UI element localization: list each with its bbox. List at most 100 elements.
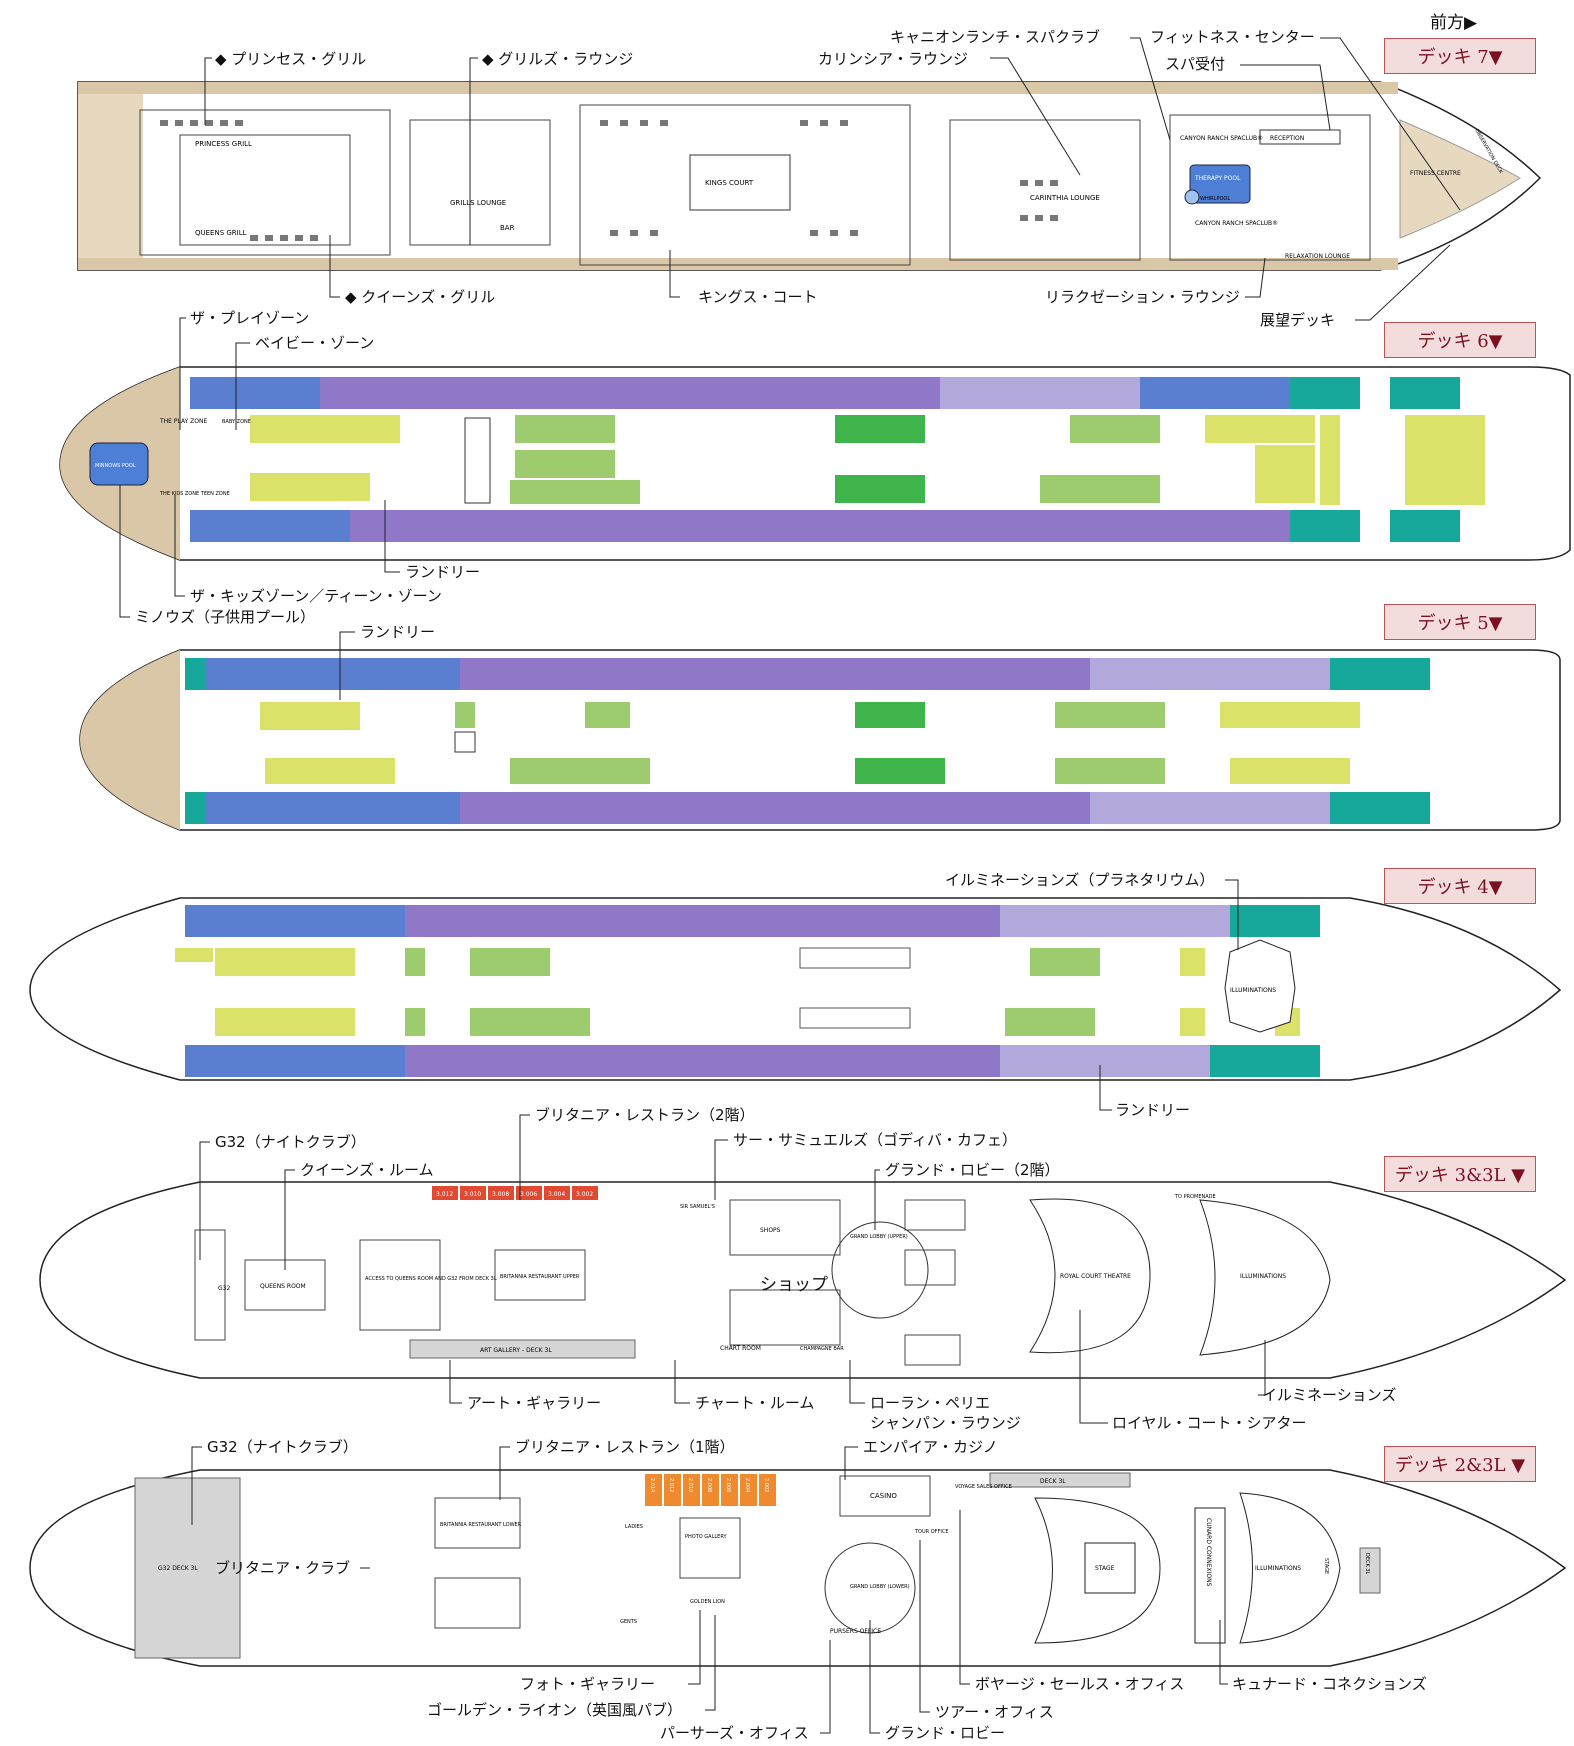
callout-royal-court[interactable]: ロイヤル・コート・シアター	[1112, 1414, 1307, 1432]
deck-3-cabin-3010	[460, 1186, 486, 1200]
deck-5-badge[interactable]: デッキ 5▼	[1384, 604, 1536, 640]
deck-2-badge[interactable]: デッキ 2&3L ▼	[1384, 1446, 1536, 1482]
callout-g32-2[interactable]: G32（ナイトクラブ）	[207, 1438, 358, 1456]
deck-6-teal-top-cabins	[1290, 377, 1360, 409]
deck-4-yellow-cabins-aft	[215, 948, 355, 976]
callout-laundry-5[interactable]: ランドリー	[360, 623, 436, 641]
deck-5-teal-top-cabins	[1330, 658, 1430, 690]
britannia-lower-area-2	[434, 1577, 521, 1629]
callout-shops[interactable]: ショップ	[760, 1275, 828, 1295]
deck-7-badge[interactable]: デッキ 7▼	[1384, 38, 1536, 74]
plan-sir-samuels-text: SIR SAMUEL'S	[680, 1204, 715, 1210]
callout-tour-office[interactable]: ツアー・オフィス	[935, 1703, 1054, 1721]
leader-laundry-5	[339, 631, 355, 700]
deck-5-yellow-cabins-aft-2	[265, 758, 395, 784]
callout-spa-reception[interactable]: スパ受付	[1165, 55, 1226, 73]
callout-laundry-6[interactable]: ランドリー	[405, 563, 481, 581]
callout-queens-room[interactable]: クイーンズ・ルーム	[300, 1161, 434, 1179]
access-area	[359, 1239, 441, 1331]
leader-grand-lobby	[869, 1620, 880, 1734]
callout-sir-samuels[interactable]: サー・サミュエルズ（ゴディバ・カフェ）	[733, 1131, 1017, 1149]
deck-5-blue-bottom-cabins	[185, 792, 460, 824]
plan-g32-text: G32	[218, 1285, 230, 1292]
leader-laundry-4	[1099, 1065, 1112, 1111]
leader-minnows	[119, 485, 130, 618]
deck-5-green-cabins-fwd	[1055, 702, 1165, 728]
deck-5-stateroom-rows	[185, 658, 1430, 824]
deck-5-teal-aft-top	[185, 658, 205, 690]
callout-illuminations[interactable]: イルミネーションズ	[1262, 1386, 1397, 1404]
deck-6-badge[interactable]: デッキ 6▼	[1384, 322, 1536, 358]
deck-2-cabin-2004	[740, 1474, 757, 1506]
deck-4-yellow-cabin-4210	[175, 948, 213, 962]
deck-5-yellow-cabins-fwd	[1220, 702, 1360, 728]
callout-kings-court[interactable]: キングス・コート	[698, 288, 818, 306]
callout-carinthia-lounge[interactable]: カリンシア・ラウンジ	[818, 50, 969, 68]
deck-2-cabin-2002-text: 2.002	[763, 1478, 769, 1492]
callout-kids-zone[interactable]: ザ・キッズゾーン／ティーン・ゾーン	[190, 587, 442, 605]
callout-photo-gallery[interactable]: フォト・ギャラリー	[520, 1675, 656, 1693]
deck-6-yellow-cabins-aft	[250, 415, 400, 443]
deck-6-teal-bottom-cabins	[1290, 510, 1360, 542]
callout-britannia-lower[interactable]: ブリタニア・レストラン（1階）	[515, 1438, 735, 1456]
deck-6-yellow-cabins-aft-2	[250, 473, 370, 501]
plan-chart-room-text: CHART ROOM	[720, 1345, 761, 1352]
callout-grills-lounge[interactable]: ◆ グリルズ・ラウンジ	[482, 50, 634, 68]
plan-fitness-text: FITNESS CENTRE	[1410, 170, 1461, 177]
callout-canyon-ranch[interactable]: キャニオンランチ・スパクラブ	[890, 28, 1101, 46]
leader-g32-2	[191, 1446, 202, 1525]
leader-champagne-bar	[849, 1360, 865, 1404]
deck-5-lavender-bottom-cabins	[1090, 792, 1330, 824]
plan-shops-text: SHOPS	[760, 1227, 781, 1234]
deck-4-badge[interactable]: デッキ 4▼	[1384, 868, 1536, 904]
carinthia-lounge-area	[949, 119, 1141, 261]
callout-golden-lion[interactable]: ゴールデン・ライオン（英国風パブ）	[427, 1701, 683, 1719]
callout-art-gallery[interactable]: アート・ギャラリー	[467, 1394, 602, 1412]
callout-play-zone[interactable]: ザ・プレイゾーン	[190, 309, 310, 327]
callout-britannia-upper[interactable]: ブリタニア・レストラン（2階）	[535, 1106, 755, 1124]
callout-laundry-4[interactable]: ランドリー	[1115, 1101, 1191, 1119]
g32-area	[194, 1229, 226, 1341]
kings-court-buffet	[689, 154, 791, 211]
plan-golden-lion-text: GOLDEN LION	[690, 1599, 725, 1605]
leader-carinthia	[990, 57, 1081, 176]
callout-pursers-office[interactable]: パーサーズ・オフィス	[660, 1724, 809, 1742]
callout-minnows-pool[interactable]: ミノウズ（子供用プール）	[135, 608, 316, 626]
callout-champagne-bar-1[interactable]: ローラン・ペリエ	[870, 1394, 991, 1412]
deck-3-cabin-3012	[432, 1186, 458, 1200]
callout-fitness-centre[interactable]: フィットネス・センター	[1150, 28, 1315, 46]
callout-chart-room[interactable]: チャート・ルーム	[695, 1394, 815, 1412]
callout-baby-zone[interactable]: ベイビー・ゾーン	[255, 334, 375, 352]
plan-pursers-text: PURSERS OFFICE	[830, 1628, 881, 1635]
callout-queens-grill[interactable]: ◆ クイーンズ・グリル	[345, 288, 496, 306]
kings-court-area	[579, 104, 911, 266]
callout-relaxation-lounge[interactable]: リラクゼーション・ラウンジ	[1045, 288, 1240, 306]
callout-grand-lobby[interactable]: グランド・ロビー	[885, 1724, 1006, 1742]
callout-illuminations-planetarium[interactable]: イルミネーションズ（プラネタリウム）	[945, 871, 1215, 889]
callout-britannia-club[interactable]: ブリタニア・クラブ	[215, 1559, 351, 1577]
deck-7-aft-planking	[78, 94, 143, 258]
deck-6-stairwell	[464, 417, 491, 504]
callout-g32-3[interactable]: G32（ナイトクラブ）	[215, 1133, 366, 1151]
plan-queens-grill-text: QUEENS GRILL	[195, 229, 247, 237]
callout-voyage-sales[interactable]: ボヤージ・セールス・オフィス	[975, 1675, 1185, 1693]
royal-court-theatre-shape	[1029, 1198, 1151, 1354]
grills-lounge-area	[409, 119, 551, 246]
callout-champagne-bar-2[interactable]: シャンパン・ラウンジ	[870, 1414, 1021, 1432]
plan-reception-text: RECEPTION	[1270, 135, 1304, 142]
deck-7-planking-top	[78, 82, 1398, 94]
deck-2-cabin-2008	[702, 1474, 719, 1506]
callout-cunard-connexions[interactable]: キュナード・コネクションズ	[1232, 1675, 1427, 1693]
leader-tour-office	[919, 1540, 930, 1713]
deck-4-green-cabins-3	[470, 1008, 590, 1036]
callout-empire-casino[interactable]: エンパイア・カジノ	[863, 1438, 998, 1456]
deck-3-cabin-3002	[572, 1186, 598, 1200]
deck-3-badge[interactable]: デッキ 3&3L ▼	[1384, 1156, 1536, 1192]
callout-observation-deck[interactable]: 展望デッキ	[1260, 311, 1336, 329]
callout-grand-lobby-upper[interactable]: グランド・ロビー（2階）	[885, 1161, 1060, 1179]
deck-5-aft-deck	[80, 650, 180, 830]
leader-canyon-ranch	[1130, 37, 1171, 141]
callout-princess-grill[interactable]: ◆ プリンセス・グリル	[215, 50, 367, 68]
deck-6-teal-bottom-cabins-2	[1390, 510, 1460, 542]
